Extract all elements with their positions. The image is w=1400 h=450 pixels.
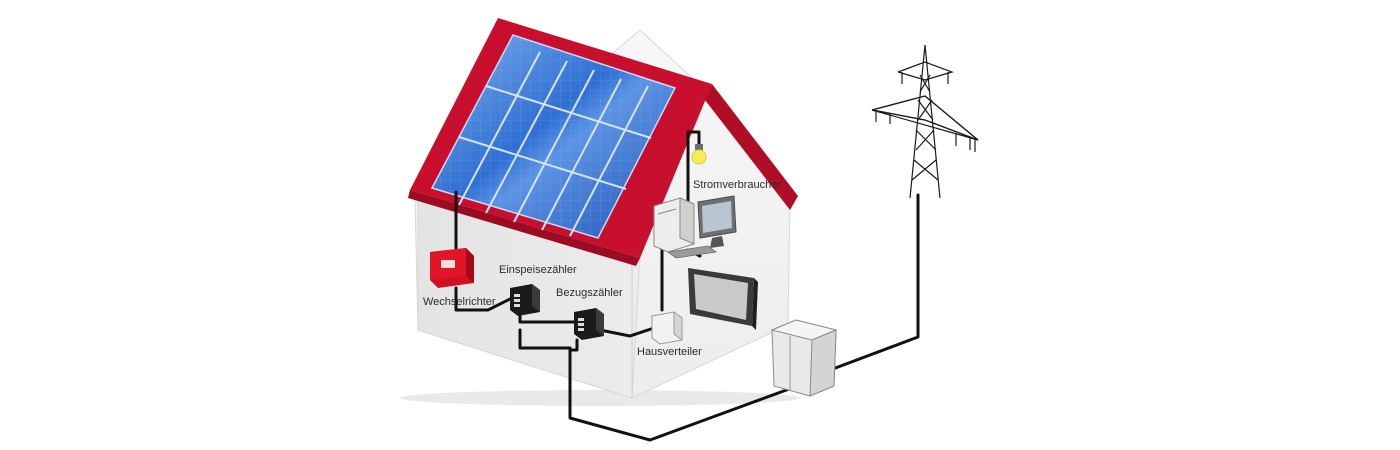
feed-in-meter-icon xyxy=(510,284,540,316)
label-hausverteiler: Hausverteiler xyxy=(637,346,702,358)
television-icon xyxy=(688,268,758,330)
label-stromverbraucher: Stromverbraucher xyxy=(693,179,782,191)
light-bulb-icon xyxy=(691,144,707,165)
label-bezugszaehler: Bezugszähler xyxy=(556,287,623,299)
solar-panel-array xyxy=(430,34,677,239)
distribution-box-icon xyxy=(651,311,683,345)
grid-connection-cabinet-icon xyxy=(770,319,838,397)
ground-shadow xyxy=(400,390,800,406)
consumption-meter-icon xyxy=(574,308,604,340)
label-einspeisezaehler: Einspeisezähler xyxy=(499,264,577,276)
power-pylon-icon xyxy=(871,44,979,199)
inverter-icon xyxy=(430,248,474,288)
computer-icon xyxy=(653,195,737,259)
roof-gable-edge xyxy=(705,84,798,210)
label-wechselrichter: Wechselrichter xyxy=(423,296,496,308)
